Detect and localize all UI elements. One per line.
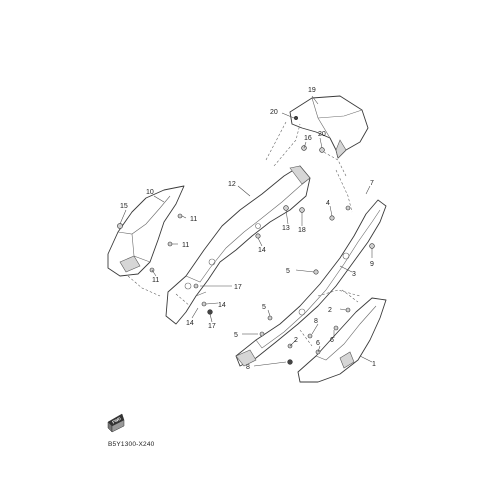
callout-5-a: 5 xyxy=(286,268,290,275)
callout-1: 1 xyxy=(372,361,376,368)
callout-16: 16 xyxy=(304,135,312,142)
callout-14-c: 14 xyxy=(186,320,194,327)
fwd-label: FWD xyxy=(111,416,121,425)
part-rear-side-cover xyxy=(297,297,387,383)
callout-19: 19 xyxy=(308,87,316,94)
hardware xyxy=(117,115,375,365)
callout-8-b: 8 xyxy=(246,364,250,371)
callout-5-b: 5 xyxy=(262,304,266,311)
callout-3: 3 xyxy=(352,271,356,278)
callout-14-a: 14 xyxy=(258,247,266,254)
callout-15: 15 xyxy=(120,203,128,210)
callout-12: 12 xyxy=(228,181,236,188)
part-rear-rail-cover xyxy=(165,165,311,325)
callout-11-a: 11 xyxy=(190,216,197,223)
callouts: 19 20 16 20 12 10 15 11 11 11 7 4 13 18 … xyxy=(120,87,376,371)
callout-11-c: 11 xyxy=(152,277,159,284)
callout-9: 9 xyxy=(370,261,374,268)
callout-7: 7 xyxy=(370,180,374,187)
diagram-code: B5Y1300-X240 xyxy=(108,441,155,448)
part-front-side-cover xyxy=(107,185,185,277)
callout-11-b: 11 xyxy=(182,242,189,249)
callout-2-a: 2 xyxy=(328,307,332,314)
callout-17-a: 17 xyxy=(234,284,242,291)
callout-8-a: 8 xyxy=(314,318,318,325)
callout-20-b: 20 xyxy=(318,131,326,138)
callout-4: 4 xyxy=(326,200,330,207)
callout-5-c: 5 xyxy=(234,332,238,339)
callout-17-b: 17 xyxy=(208,323,216,330)
part-tail-cover xyxy=(289,95,369,159)
callout-14-b: 14 xyxy=(218,302,226,309)
assembly-lines xyxy=(127,121,361,347)
callout-13: 13 xyxy=(282,225,290,232)
callout-20-a: 20 xyxy=(270,109,278,116)
fwd-arrow-icon: FWD xyxy=(107,413,125,433)
part-side-rail xyxy=(235,199,387,367)
callout-2-b: 2 xyxy=(294,337,298,344)
callout-18: 18 xyxy=(298,227,306,234)
callout-10: 10 xyxy=(146,189,154,196)
leader-lines xyxy=(119,95,373,367)
callout-6-a: 6 xyxy=(316,340,320,347)
callout-6-b: 6 xyxy=(330,337,334,344)
